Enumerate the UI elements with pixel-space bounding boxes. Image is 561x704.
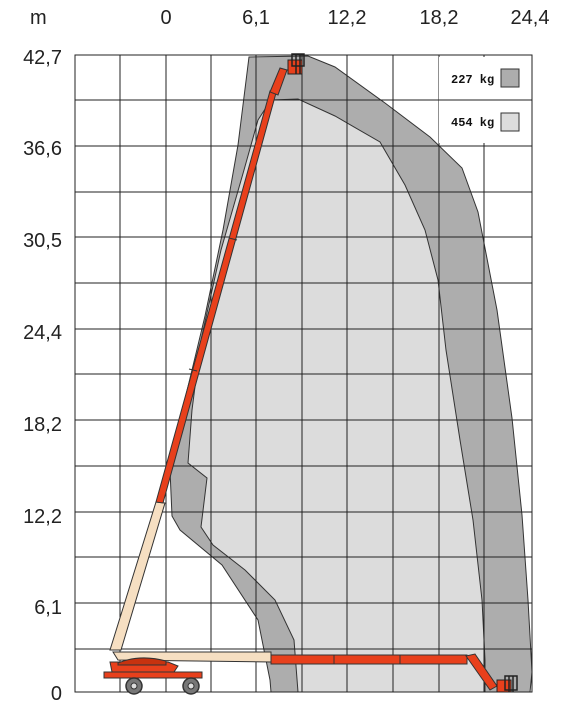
y-tick-label: 12,2 [23,506,62,528]
lower-riser-arm [109,501,166,651]
platform-basket-low [496,675,518,693]
x-tick-label: 0 [160,7,171,29]
x-tick-label: 12,2 [328,7,367,29]
x-tick-label: 6,1 [242,7,270,29]
y-tick-label: 24,4 [23,322,62,344]
x-tick-label: 24,4 [511,7,550,29]
y-tick-label: 30,5 [23,230,62,252]
platform-basket-raised [287,53,305,75]
legend-label-227kg: 227 kg [451,73,494,87]
main-boom-raised [155,67,288,504]
legend-swatch-454kg [500,112,520,132]
y-tick-label: 0 [51,683,62,704]
y-tick-label: 6,1 [34,597,62,619]
machine-base [103,657,203,695]
y-tick-label: 42,7 [23,47,62,69]
legend-swatch-227kg [500,68,520,88]
y-tick-label: 18,2 [23,414,62,436]
unit-label: m [30,7,47,29]
x-tick-label: 18,2 [420,7,459,29]
legend-label-454kg: 454 kg [451,116,494,130]
y-tick-label: 36,6 [23,138,62,160]
legend: 227 kg 454 kg [439,57,529,143]
grid [74,54,533,693]
